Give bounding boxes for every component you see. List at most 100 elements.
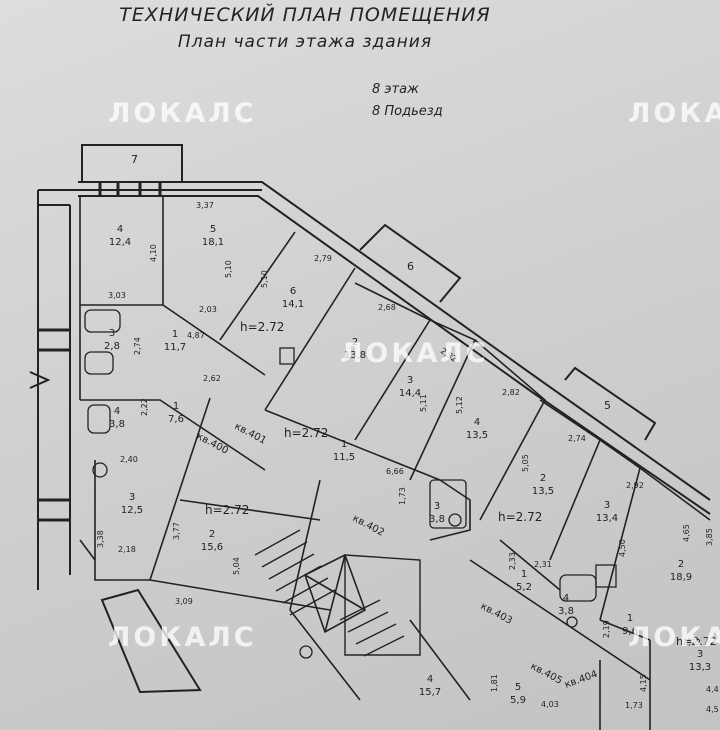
plan-title: ТЕХНИЧЕСКИЙ ПЛАН ПОМЕЩЕНИЯ [119, 4, 491, 26]
dimension-label: 6,66 [386, 467, 404, 476]
room-area: 15,7 [419, 687, 441, 698]
dimension-label: 2,74 [133, 337, 142, 355]
balcony-bottom [100, 588, 202, 694]
room-number: 3 [434, 501, 440, 512]
room-area: 7,6 [168, 414, 184, 425]
room-number: 3 [604, 500, 610, 511]
room-area: 15,6 [201, 542, 223, 553]
dimension-label: 3,38 [96, 530, 105, 548]
apartment-number: кв.405 [529, 661, 564, 687]
dimension-label: 2,82 [502, 388, 520, 397]
dimension-label: 1,73 [625, 701, 643, 710]
dimension-label: 1,73 [398, 487, 407, 505]
balcony-label-6: 6 [407, 260, 414, 273]
room-area: 9,6 [622, 626, 638, 637]
bathroom-b [84, 351, 114, 375]
dimension-label: 3,37 [196, 201, 214, 210]
apartment-number: кв.401 [233, 421, 268, 447]
dimension-label: 4,50 [618, 539, 627, 557]
room-number: 3 [129, 492, 135, 503]
balcony-5 [564, 366, 657, 441]
window-marks [38, 182, 162, 522]
room-number: 4 [117, 224, 123, 235]
room-area: 18,9 [670, 572, 692, 583]
balcony-7 [81, 144, 183, 182]
room-number: 2 [678, 559, 684, 570]
dimension-label: 2,22 [140, 398, 149, 416]
dimension-label: 4,10 [149, 244, 158, 262]
dimension-label: 2,33 [508, 552, 517, 570]
dimension-label: 5,10 [224, 260, 233, 278]
height-label: h=2.72 [676, 635, 717, 648]
room-number: 1 [341, 439, 347, 450]
dimension-label: 2,79 [314, 254, 332, 263]
room-number: 1 [627, 613, 633, 624]
height-label: h=2.72 [498, 510, 542, 524]
dimension-label: 1,81 [490, 674, 499, 692]
inner-walls [79, 196, 711, 730]
fixture-3 [448, 513, 462, 527]
room-number: 2 [352, 337, 358, 348]
dimension-label: 4,65 [682, 524, 691, 542]
balcony-6 [359, 223, 462, 303]
dimension-label: 2,19 [602, 620, 611, 638]
room-area: 12,4 [109, 237, 131, 248]
room-number: 2 [209, 529, 215, 540]
bathroom-e [559, 574, 597, 602]
apartment-number: кв.404 [563, 669, 599, 691]
watermark: ЛОКАЛС [108, 98, 257, 129]
dimension-label: 2,03 [199, 305, 217, 314]
balcony-label-5: 5 [604, 399, 611, 412]
dimension-label: 5,10 [260, 270, 269, 288]
height-label: h=2.72 [240, 320, 284, 334]
zigzag-break [29, 371, 51, 389]
bathroom-d [429, 479, 467, 529]
room-area: 14,1 [282, 299, 304, 310]
staircase [254, 529, 421, 657]
dimension-label: 2,74 [568, 434, 586, 443]
outer-wall-top [78, 181, 711, 515]
elevator [304, 553, 366, 634]
room-area: 12,5 [121, 505, 143, 516]
room-area: 5,9 [510, 695, 526, 706]
room-area: 13,5 [532, 486, 554, 497]
balcony-label-7: 7 [131, 153, 138, 166]
bathroom-a [84, 309, 121, 333]
dimension-label: 4,5 [706, 705, 719, 714]
room-area: 5,2 [516, 582, 532, 593]
room-area: 2,8 [104, 341, 120, 352]
fixture-1 [92, 462, 108, 478]
watermark: ЛОКАЛС [628, 98, 720, 129]
room-area: 18,1 [202, 237, 224, 248]
dimension-label: 5,05 [521, 454, 530, 472]
dimension-label: 4,03 [541, 700, 559, 709]
dimension-label: 2,72 [683, 638, 701, 647]
watermark: ЛОКАЛС [628, 622, 720, 653]
room-area: 11,7 [164, 342, 186, 353]
height-label: h=2.72 [284, 426, 328, 440]
bathroom-f [279, 347, 295, 365]
room-area: 13,3 [689, 662, 711, 673]
height-label: h=2.72 [205, 503, 249, 517]
room-number: 6 [290, 286, 296, 297]
apartment-number: кв.403 [479, 601, 514, 627]
room-number: 4 [474, 417, 480, 428]
dimension-label: 2,62 [203, 374, 221, 383]
dimension-label: 4,15 [639, 674, 648, 692]
plan-subtitle: План части этажа здания [177, 32, 433, 52]
room-area: 3,8 [429, 514, 445, 525]
bathroom-c [87, 404, 111, 434]
dimension-label: 2,68 [378, 303, 396, 312]
dimension-label: 3,09 [175, 597, 193, 606]
room-number: 3 [407, 375, 413, 386]
floor-label: 8 этаж [372, 82, 419, 97]
room-number: 1 [521, 569, 527, 580]
fixture-4 [566, 616, 578, 628]
dimension-label: 2,92 [626, 481, 644, 490]
outer-wall-left [37, 189, 262, 590]
room-number: 1 [173, 401, 179, 412]
watermark: ЛОКАЛС [108, 622, 257, 653]
room-number: 2 [540, 473, 546, 484]
room-number: 3 [109, 328, 115, 339]
